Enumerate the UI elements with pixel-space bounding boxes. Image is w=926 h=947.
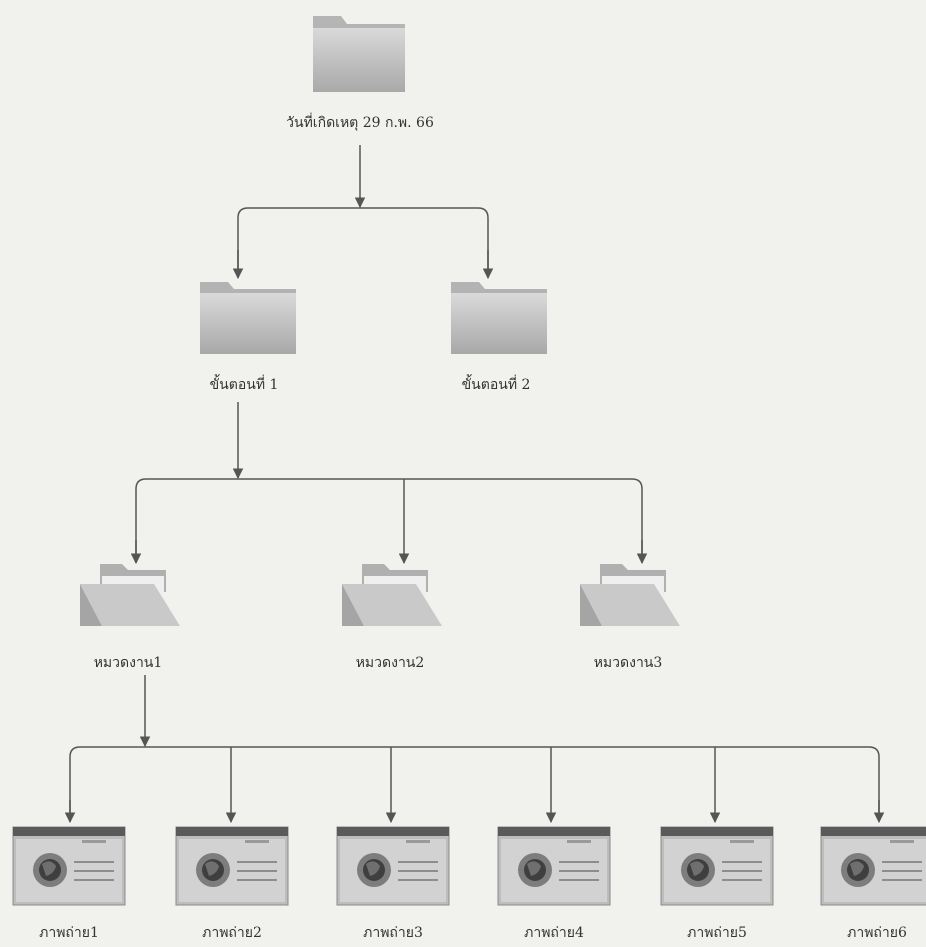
root-folder[interactable]	[311, 10, 407, 94]
web-page-icon	[175, 826, 289, 906]
web-page-icon	[497, 826, 611, 906]
connector-cat1-bar	[69, 746, 880, 818]
photo-label-5: ภาพถ่าย5	[687, 925, 747, 941]
step-folder-1[interactable]	[198, 280, 298, 356]
category-folder-3[interactable]	[578, 562, 682, 628]
photo-item-3[interactable]	[336, 826, 450, 906]
photo-item-5[interactable]	[660, 826, 774, 906]
step-folder-2[interactable]	[449, 280, 549, 356]
photo-item-2[interactable]	[175, 826, 289, 906]
category-folder-1[interactable]	[78, 562, 182, 628]
folder-closed-icon	[200, 282, 296, 354]
photo-label-2: ภาพถ่าย2	[202, 925, 262, 941]
folder-closed-icon	[313, 16, 405, 92]
photo-label-1: ภาพถ่าย1	[39, 925, 99, 941]
folder-open-icon	[342, 564, 442, 626]
web-page-icon	[820, 826, 926, 906]
photo-label-4: ภาพถ่าย4	[524, 925, 584, 941]
folder-open-icon	[80, 564, 180, 626]
root-label: วันที่เกิดเหตุ 29 ก.พ. 66	[286, 115, 434, 131]
connector-step1-bar	[135, 478, 643, 560]
category-folder-2[interactable]	[340, 562, 444, 628]
step-label-2: ขั้นตอนที่ 2	[461, 377, 531, 393]
category-label-3: หมวดงาน3	[593, 655, 663, 671]
web-page-icon	[336, 826, 450, 906]
photo-label-3: ภาพถ่าย3	[363, 925, 423, 941]
photo-label-6: ภาพถ่าย6	[847, 925, 907, 941]
category-label-1: หมวดงาน1	[93, 655, 163, 671]
photo-item-4[interactable]	[497, 826, 611, 906]
step-label-1: ขั้นตอนที่ 1	[209, 377, 279, 393]
folder-closed-icon	[451, 282, 547, 354]
photo-item-1[interactable]	[12, 826, 126, 906]
connector-root-bar	[237, 207, 489, 275]
folder-open-icon	[580, 564, 680, 626]
category-label-2: หมวดงาน2	[355, 655, 425, 671]
web-page-icon	[12, 826, 126, 906]
photo-item-6[interactable]	[820, 826, 926, 906]
web-page-icon	[660, 826, 774, 906]
